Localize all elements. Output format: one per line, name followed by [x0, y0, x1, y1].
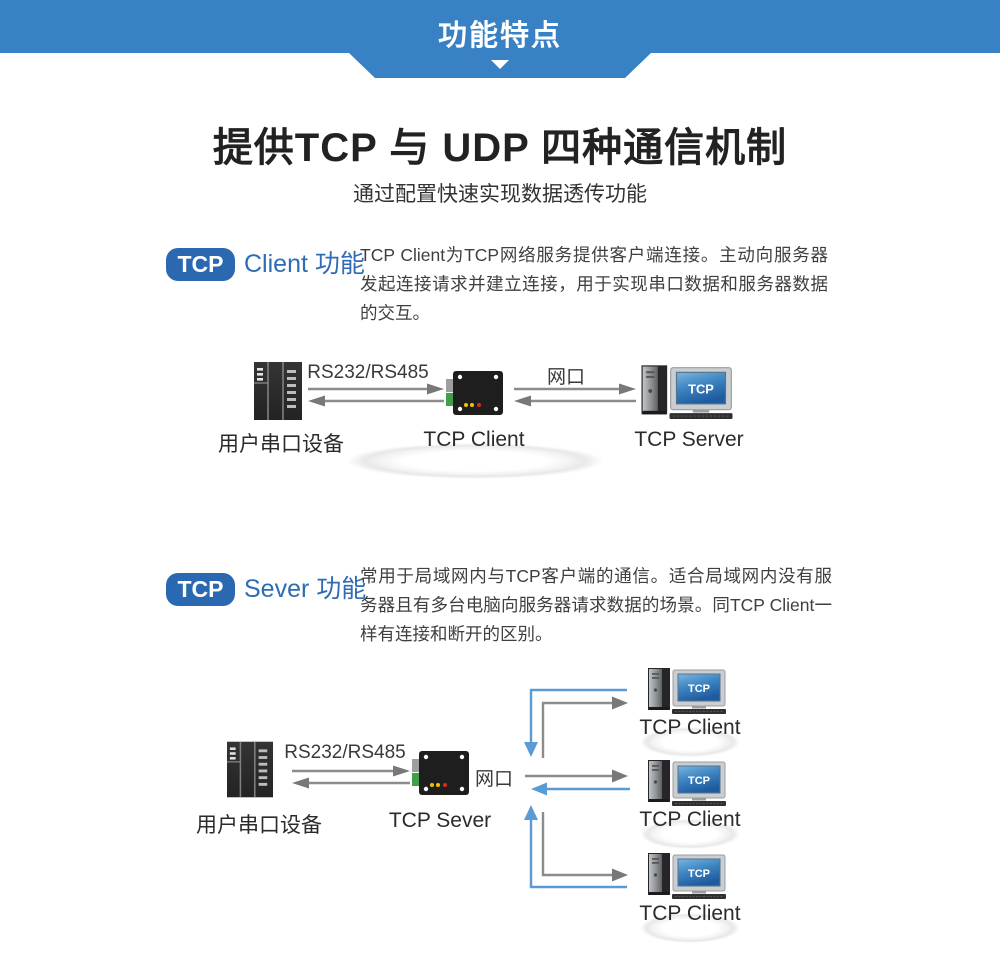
section-title-client: Client 功能: [244, 250, 365, 278]
net-link-label: 网口: [474, 769, 513, 790]
client-computer-icon: TCP: [648, 853, 726, 899]
bidirectional-arrow-icon: [308, 383, 444, 407]
net-link-label: 网口: [546, 367, 585, 388]
tcp-badge: TCP: [166, 248, 235, 281]
platform-shadow: [347, 443, 603, 479]
section-description-client: TCP Client为TCP网络服务提供客户端连接。主动向服务器发起连接请求并建…: [360, 245, 828, 323]
module-label: TCP Sever: [388, 809, 492, 832]
client-label: TCP Client: [639, 902, 741, 925]
serial-link-label: RS232/RS485: [307, 362, 429, 383]
bidirectional-arrow-icon: [514, 383, 636, 407]
serial-device-label: 用户串口设备: [196, 814, 322, 837]
serial-device-icon: [254, 362, 302, 420]
chevron-down-icon: [491, 60, 509, 69]
serial-device-icon: [227, 741, 273, 798]
screen-text: TCP: [688, 683, 710, 695]
branch-arrows-icon: [524, 688, 630, 889]
server-label: TCP Server: [634, 428, 744, 451]
client-computer-icon: TCP: [648, 760, 726, 806]
serial-link-label: RS232/RS485: [284, 742, 406, 763]
platform-shadow: [640, 819, 740, 849]
platform-shadow: [640, 727, 740, 757]
bidirectional-arrow-icon: [292, 765, 410, 789]
client-computer-icon: TCP: [648, 668, 726, 714]
tcp-badge: TCP: [166, 573, 235, 606]
client-label: TCP Client: [639, 716, 741, 739]
section-description-server: 常用于局域网内与TCP客户端的通信。适合局域网内没有服务器且有多台电脑向服务器请…: [360, 566, 832, 644]
section-title-server: Sever 功能: [244, 575, 367, 603]
server-computer-icon: TCP: [641, 365, 733, 419]
page-subtitle: 通过配置快速实现数据透传功能: [353, 183, 647, 206]
banner-title: 功能特点: [437, 20, 562, 52]
platform-shadow: [640, 913, 740, 943]
banner-bar: [0, 0, 1000, 53]
screen-text: TCP: [688, 775, 710, 787]
serial-device-label: 用户串口设备: [218, 433, 344, 456]
serial-module-icon: [412, 751, 469, 795]
screen-text: TCP: [688, 381, 714, 396]
module-label: TCP Client: [423, 428, 525, 451]
page-title: 提供TCP 与 UDP 四种通信机制: [212, 126, 788, 170]
screen-text: TCP: [688, 868, 710, 880]
client-label: TCP Client: [639, 808, 741, 831]
serial-module-icon: [446, 371, 503, 415]
